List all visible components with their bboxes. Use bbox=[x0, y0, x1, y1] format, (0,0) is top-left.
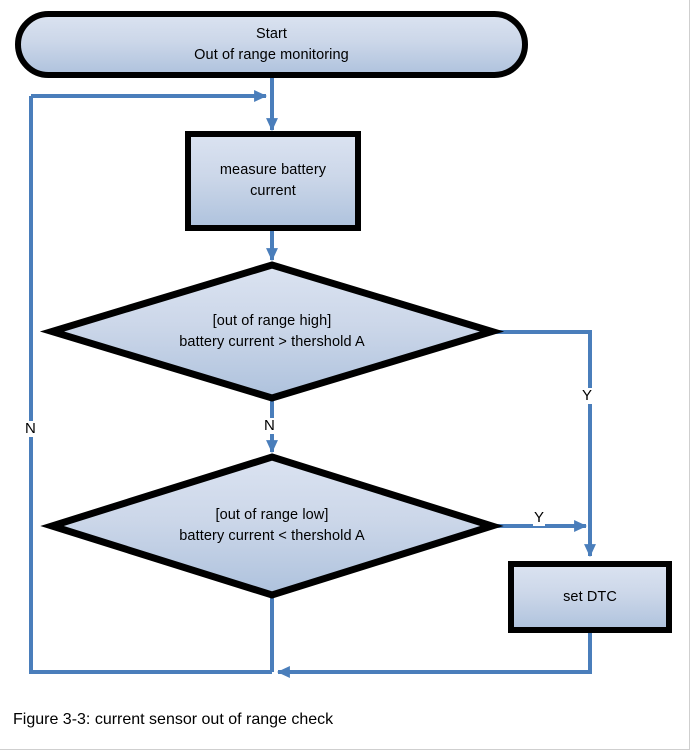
connector-set-dtc-to-bottom-rail bbox=[276, 630, 592, 678]
connector-high-yes-to-set-dtc bbox=[492, 330, 596, 558]
connector-bottom-rail-to-loopback bbox=[29, 96, 272, 674]
flowchart-graphic bbox=[15, 11, 672, 678]
start-terminator-shape bbox=[15, 11, 528, 78]
edge-label-left-loop-n: N bbox=[24, 420, 37, 437]
set-dtc-process-shape bbox=[508, 561, 672, 633]
figure-caption: Figure 3-3: current sensor out of range … bbox=[13, 711, 334, 728]
decision-low-shape bbox=[40, 453, 504, 599]
measure-process-shape bbox=[185, 131, 361, 231]
decision-high-shape bbox=[39, 261, 505, 402]
edge-label-high-no: N bbox=[263, 417, 276, 434]
edge-label-low-yes: Y bbox=[533, 509, 546, 526]
edge-label-high-yes: Y bbox=[581, 387, 594, 404]
